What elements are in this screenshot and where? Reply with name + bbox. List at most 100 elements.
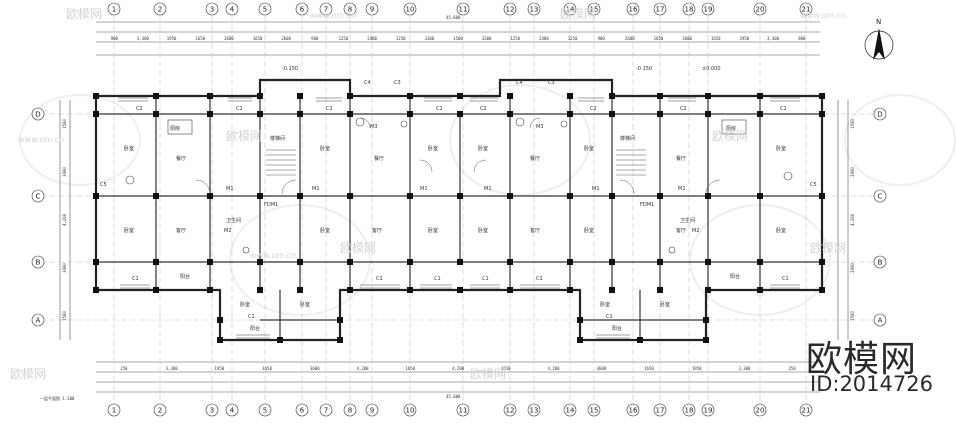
row-axis-label: D <box>877 111 882 119</box>
vertical-grid-lines <box>113 16 807 410</box>
dimension-text: 1250 <box>396 36 406 41</box>
column-marker <box>257 287 263 293</box>
column-axis-bubble <box>319 403 333 417</box>
column-axis-label: 11 <box>459 407 468 415</box>
dimension-text: 1650 <box>195 36 205 41</box>
window-tag: C2 <box>136 106 143 112</box>
column-marker <box>609 93 615 99</box>
column-marker <box>457 259 463 265</box>
column-axis-bubble <box>343 2 357 16</box>
column-axis-label: 14 <box>566 6 575 14</box>
column-axis-bubble <box>682 403 696 417</box>
column-marker <box>153 93 159 99</box>
watermark-logo-small: 欧模网 <box>66 7 102 21</box>
window-tag: C5 <box>100 182 107 188</box>
level-tag: -0.150 <box>636 66 652 72</box>
opening-tags: C2 C2 C2 C2 C2 C2 C2 C2 C4 C3 C4 C3 C5 C… <box>100 66 817 320</box>
column-axis-label: 1 <box>112 407 116 415</box>
column-axis-bubble <box>503 403 517 417</box>
column-axis-label: 17 <box>656 407 665 415</box>
column-axis-bubble <box>225 2 239 16</box>
column-axis-label: 16 <box>629 407 638 415</box>
room-label-bedroom: 卧室 <box>320 227 330 234</box>
column-marker <box>347 287 353 293</box>
dimension-text: 4,200 <box>547 366 560 371</box>
row-axis-label: A <box>878 317 883 325</box>
window-tag: C1 <box>536 276 543 282</box>
dimension-text: 3,300 <box>738 366 751 371</box>
watermark-logo-small: 欧模网 <box>560 7 596 21</box>
column-marker <box>609 111 615 117</box>
dimension-text: 4,200 <box>850 213 855 226</box>
dimension-text: 1500 <box>62 311 67 321</box>
column-marker <box>257 193 263 199</box>
structural-columns <box>93 93 825 343</box>
column-marker <box>657 93 663 99</box>
row-axis-label: D <box>35 111 40 119</box>
column-axis-label: 19 <box>704 6 713 14</box>
column-marker <box>347 93 353 99</box>
row-axis-bubble <box>31 107 45 121</box>
column-axis-label: 21 <box>802 6 811 14</box>
room-label-bedroom: 卧室 <box>428 227 438 234</box>
watermark-logo-large: 欧模网 <box>806 339 918 380</box>
door-tag: M2 <box>692 228 700 234</box>
column-marker <box>297 93 303 99</box>
windows <box>118 97 800 339</box>
column-marker <box>507 193 513 199</box>
stairs <box>266 149 646 176</box>
column-axis-label: 6 <box>300 407 305 415</box>
column-marker <box>657 287 663 293</box>
row-axis-label: A <box>36 317 41 325</box>
column-axis-label: 20 <box>756 407 765 415</box>
column-axis-bubble <box>205 403 219 417</box>
room-label-living: 客厅 <box>176 227 186 234</box>
room-label-bedroom: 卧室 <box>584 227 594 234</box>
column-marker <box>347 111 353 117</box>
north-label: N <box>876 18 881 26</box>
column-axis-bubble <box>701 2 715 16</box>
room-label-balcony: 阳台 <box>730 273 740 280</box>
dimension-text: 1650 <box>253 36 263 41</box>
window-tag: C2 <box>236 106 243 112</box>
door-tag: M1 <box>226 186 234 192</box>
room-label-kitchen: 厨房 <box>726 125 736 132</box>
column-axis-bubble <box>527 403 541 417</box>
column-axis-label: 15 <box>590 407 599 415</box>
column-marker <box>153 193 159 199</box>
dimension-text: 3600 <box>682 36 692 41</box>
room-label-balcony: 阳台 <box>612 325 622 332</box>
dimension-text: 3600 <box>596 366 606 371</box>
column-marker <box>567 93 573 99</box>
column-marker <box>93 111 99 117</box>
column-marker <box>347 193 353 199</box>
dimension-text: 3900 <box>850 263 855 273</box>
column-axis-label: 18 <box>685 407 694 415</box>
dimension-text: 4,200 <box>452 366 465 371</box>
room-label-bedroom: 卧室 <box>776 227 786 234</box>
row-axis-bubble <box>31 313 45 327</box>
column-axis-bubble <box>527 2 541 16</box>
door-tag: M1 <box>484 186 492 192</box>
column-axis-bubble <box>682 2 696 16</box>
dimension-text: 1650 <box>711 36 721 41</box>
column-axis-label: 8 <box>348 6 352 14</box>
column-marker <box>567 193 573 199</box>
row-axis-label: B <box>36 259 41 267</box>
column-marker <box>93 93 99 99</box>
watermark-logo-small: 欧模网 <box>712 129 748 143</box>
row-axis-bubble <box>873 313 887 327</box>
column-axis-bubble <box>563 403 577 417</box>
column-marker <box>457 111 463 117</box>
room-label-dining: 餐厅 <box>530 155 540 162</box>
column-marker <box>609 259 615 265</box>
watermark-logo-small: 欧模网 <box>810 241 846 255</box>
room-label-bedroom: 卧室 <box>776 145 786 152</box>
room-label-bedroom: 卧室 <box>478 145 488 152</box>
window-tag: C2 <box>480 106 487 112</box>
column-marker <box>567 287 573 293</box>
column-marker <box>757 111 763 117</box>
